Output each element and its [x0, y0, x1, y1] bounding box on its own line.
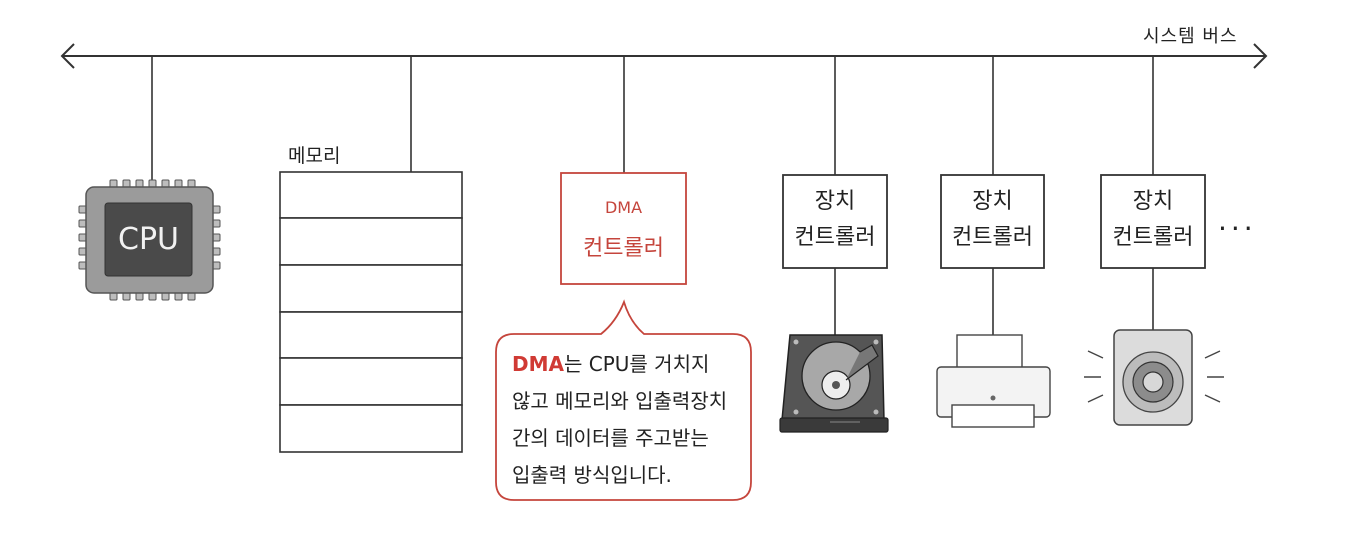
bus-left-arrow-icon	[60, 43, 75, 69]
system-bus-label: 시스템 버스	[1143, 26, 1238, 47]
callout-bubble	[495, 299, 752, 501]
cpu-chip-icon	[78, 179, 221, 301]
printer-icon	[936, 334, 1051, 428]
memory-cell	[279, 357, 463, 406]
callout-highlight: DMA	[512, 352, 564, 376]
system-bus	[60, 43, 1268, 69]
callout-line-2: 않고 메모리와 입출력장치	[512, 389, 728, 413]
dma-controller-box	[560, 172, 687, 285]
callout-line-1: DMA는 CPU를 거치지	[512, 346, 709, 383]
memory-cell	[279, 171, 463, 219]
device-controller-box-1	[782, 174, 888, 269]
device-controller-1-line1: 장치	[814, 189, 856, 214]
more-devices-ellipsis: ···	[1218, 212, 1257, 245]
callout-line-3: 간의 데이터를 주고받는	[512, 426, 709, 450]
device-controller-3-line1: 장치	[1132, 189, 1174, 214]
memory-cell	[279, 311, 463, 359]
device-controller-2-line1: 장치	[972, 189, 1013, 214]
memory-cell	[279, 404, 463, 453]
device-controller-3-line2: 컨트롤러	[1112, 225, 1194, 250]
sound-waves-icon	[1084, 350, 1224, 403]
device-controller-2-line2: 컨트롤러	[952, 225, 1033, 250]
memory-cell	[279, 217, 463, 266]
speaker-icon	[1084, 329, 1224, 426]
dma-controller-label-line2: 컨트롤러	[583, 236, 664, 261]
callout-line-1-rest: 는 CPU를 거치지	[563, 352, 710, 376]
memory-label: 메모리	[288, 145, 341, 167]
bus-connectors	[151, 56, 1154, 335]
dma-controller-label-line1: DMA	[604, 198, 643, 217]
device-controller-box-2	[940, 174, 1045, 269]
memory-cell	[279, 264, 463, 313]
cpu-label: CPU	[118, 222, 179, 257]
bus-right-arrow-icon	[1253, 43, 1268, 69]
device-controller-box-3	[1100, 174, 1206, 269]
hard-disk-icon	[779, 334, 889, 433]
memory-block	[279, 171, 463, 453]
device-controller-1-line2: 컨트롤러	[794, 225, 876, 250]
callout-line-4: 입출력 방식입니다.	[512, 463, 672, 487]
